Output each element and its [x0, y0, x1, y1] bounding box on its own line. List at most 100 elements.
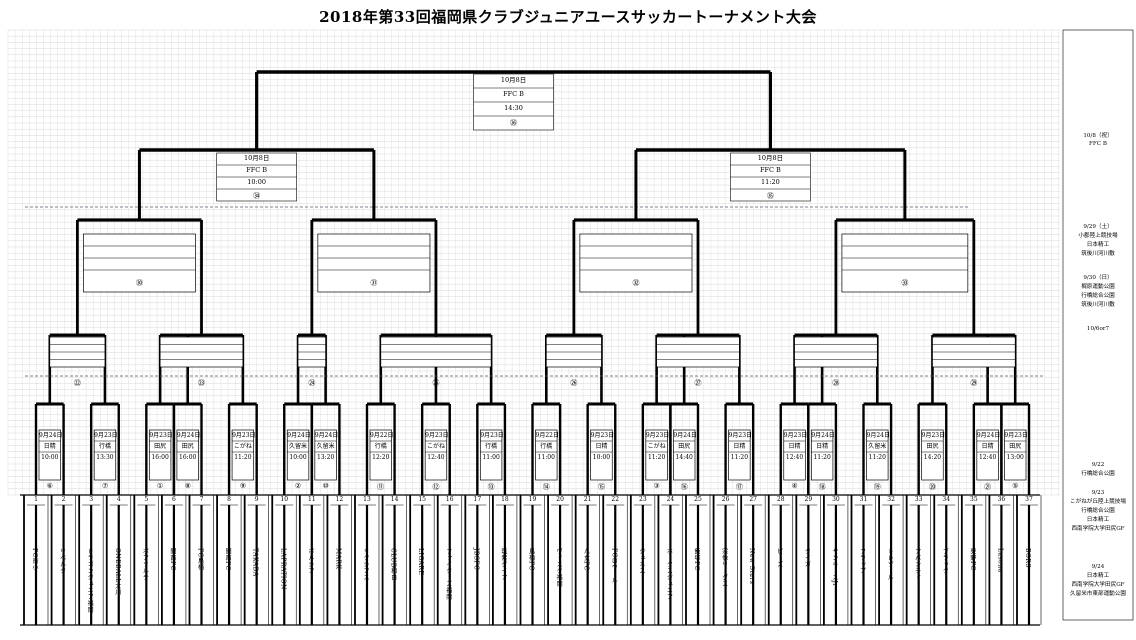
- r1-match-venue: 田尻: [154, 443, 167, 450]
- r1-match-date: 9月22日: [535, 432, 559, 439]
- r1-match-venue: 田尻: [678, 443, 691, 450]
- r1-match-time: 12:40: [427, 454, 445, 461]
- team-name: 筑紫ダイア: [499, 548, 507, 581]
- team-seed-number: 20: [556, 496, 564, 503]
- r1-match-date: 9月23日: [590, 432, 615, 439]
- side-schedule-r3-b-date: 9/30（日）: [1083, 275, 1113, 281]
- side-schedule-final-date: 10/8（祝）: [1083, 133, 1113, 139]
- r1-match-number: ⑫: [432, 483, 440, 491]
- team-name: ドラゴンジュニア福岡: [86, 548, 94, 613]
- r1-match-date: 9月23日: [645, 432, 670, 439]
- semi-match-time: 10:00: [247, 178, 267, 186]
- r1-match-time: 10:00: [289, 454, 307, 461]
- team-name: 鳥栖FC: [527, 548, 535, 571]
- semi-match-date: 10月8日: [757, 154, 784, 162]
- r1-match-time: 14:40: [675, 454, 693, 461]
- r1-match-number: ⑦: [101, 482, 109, 490]
- team-name: 飯塚FC: [693, 548, 700, 571]
- side-schedule-r3-a-v3: 筑後川河川敷: [1081, 251, 1115, 257]
- team-name: FC南小: [31, 548, 38, 571]
- side-schedule-r1-c-date: 9/24: [1091, 564, 1105, 570]
- r1-match-venue: 田尻: [1009, 443, 1022, 450]
- r1-match-venue: 田尻: [181, 443, 194, 450]
- team-seed-number: 34: [942, 496, 951, 503]
- r1-match-time: 13:00: [1006, 454, 1024, 461]
- r1-match-number: ⑧: [184, 482, 191, 490]
- r3-match-box: [841, 233, 969, 293]
- r1-match-time: 11:20: [868, 454, 886, 461]
- team-name: ONEBALL大川: [113, 548, 121, 596]
- side-schedule-r3-a-date: 9/29（土）: [1083, 224, 1113, 230]
- team-name: ファイターズ福岡: [444, 548, 452, 600]
- final-match-time: 14:30: [504, 104, 523, 112]
- r1-match-number: ⑭: [542, 483, 550, 491]
- team-seed-number: 15: [418, 496, 426, 503]
- side-schedule-r1-b-v1: こがねが丘陸上競技場: [1070, 499, 1126, 505]
- r1-match-date: 9月22日: [370, 432, 394, 439]
- r2-match-number: ㉕: [432, 379, 440, 387]
- r1-match-time: 11:00: [482, 454, 500, 461]
- r1-match-time: 11:20: [730, 454, 749, 461]
- r3-match-box: [579, 233, 693, 293]
- side-schedule-r1-a-v1: 行橋総合公園: [1081, 471, 1115, 477]
- r1-match-box: [148, 429, 172, 481]
- page-title: 2018年第33回福岡県クラブジュニアユースサッカートーナメント大会: [319, 8, 817, 26]
- r1-match-venue: 日精: [816, 443, 829, 450]
- side-schedule-r1-a-date: 9/22: [1091, 462, 1105, 468]
- team-seed-number: 10: [280, 496, 289, 503]
- team-name: LIGARE: [417, 548, 425, 576]
- team-seed-number: 4: [116, 496, 121, 503]
- side-schedule-r1-b-v3: 日本精工: [1086, 517, 1110, 523]
- r1-match-box: [38, 429, 61, 481]
- r2-match-number: ㉗: [694, 379, 702, 387]
- team-name: フラップ: [858, 548, 866, 574]
- team-seed-number: 32: [887, 496, 895, 503]
- r1-match-date: 9月23日: [1004, 432, 1028, 439]
- r1-match-box: [314, 429, 337, 481]
- team-name: New Stars: [748, 548, 756, 585]
- r1-match-box: [286, 429, 310, 481]
- r1-match-venue: 久留米: [868, 443, 887, 450]
- r1-match-date: 9月24日: [673, 432, 697, 439]
- semi-match-number: ㉞: [253, 192, 261, 200]
- team-seed-number: 9: [254, 496, 259, 503]
- r1-match-time: 13:20: [316, 454, 335, 461]
- r1-match-venue: 行橋: [374, 443, 387, 450]
- r1-match-date: 9月24日: [176, 432, 201, 439]
- side-schedule-r3-b-v3: 筑後川河川敷: [1081, 302, 1115, 308]
- team-seed-number: 35: [970, 496, 978, 503]
- final-match-venue: FFC B: [503, 90, 524, 98]
- r1-match-venue: 田尻: [926, 443, 939, 450]
- team-seed-number: 27: [749, 496, 757, 503]
- team-name: BORS: [1024, 548, 1031, 569]
- r1-match-box: [645, 429, 668, 481]
- team-seed-number: 8: [227, 496, 231, 503]
- team-seed-number: 1: [34, 496, 38, 503]
- r1-match-venue: 行橋: [485, 443, 498, 450]
- team-seed-number: 30: [832, 496, 840, 503]
- side-schedule-r1-c-v3: 久留米市東部運動公園: [1070, 591, 1126, 597]
- team-name: ヤンキースJr: [830, 548, 838, 587]
- team-name: ヴィスタ福岡: [555, 548, 563, 587]
- r1-match-venue: こがね: [647, 443, 666, 450]
- r1-match-box: [921, 429, 944, 481]
- team-name: Lasona: [996, 548, 1004, 573]
- r1-match-time: 16:00: [179, 454, 197, 461]
- team-seed-number: 18: [501, 496, 509, 503]
- r1-match-number: ④: [791, 482, 798, 490]
- r1-match-time: 12:40: [785, 454, 804, 461]
- r2-match-number: ㉔: [308, 379, 316, 387]
- team-seed-number: 36: [997, 496, 1006, 503]
- r1-match-venue: こがね: [233, 443, 252, 450]
- team-seed-number: 5: [144, 496, 149, 503]
- team-name: FCロワール: [610, 548, 618, 584]
- r1-match-time: 13:30: [96, 454, 114, 461]
- semi-match-date: 10月8日: [243, 154, 270, 162]
- r1-match-number: ⑥: [46, 482, 53, 490]
- r1-match-box: [231, 429, 255, 481]
- r3-match-number: ㉜: [632, 279, 640, 287]
- r1-match-time: 11:20: [647, 454, 666, 461]
- r1-match-number: ⑮: [597, 483, 605, 491]
- team-name: ボルシア: [306, 548, 314, 574]
- r1-match-box: [728, 429, 751, 481]
